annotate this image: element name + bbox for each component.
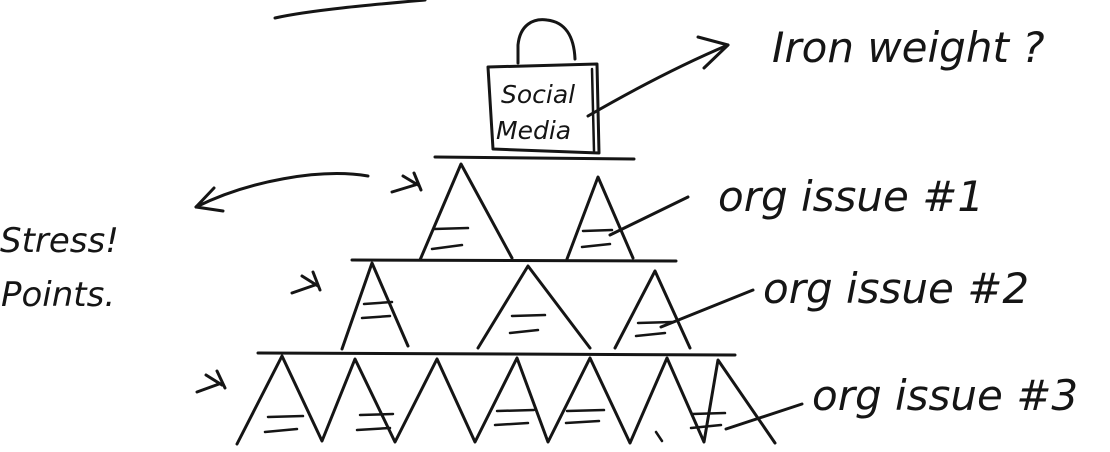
box-right-double-line xyxy=(592,69,594,151)
shelf-3 xyxy=(258,353,735,355)
issue-1-pointer xyxy=(610,197,688,235)
card-3-inner xyxy=(362,302,392,318)
card-4-inner xyxy=(510,315,545,333)
stress-label-line-2: Points. xyxy=(1,275,115,315)
stress-label-line-1: Stress! xyxy=(0,221,119,261)
card-1 xyxy=(420,164,512,260)
stress-mark-1 xyxy=(392,173,421,192)
row-3-inner-1 xyxy=(265,416,303,432)
card-2 xyxy=(567,177,633,259)
row-3-inner-3 xyxy=(495,410,534,425)
row-3-cards xyxy=(197,356,775,444)
stress-mark-3 xyxy=(197,371,225,392)
card-2-inner xyxy=(582,230,612,247)
weight-handle xyxy=(518,20,575,63)
card-1-inner xyxy=(432,228,468,249)
top-sketch-line xyxy=(275,0,425,18)
card-3 xyxy=(342,263,408,349)
row-1-cards xyxy=(392,164,633,260)
card-gap-mark xyxy=(656,432,662,441)
row-3-inner-4 xyxy=(566,410,604,423)
row-2-cards xyxy=(292,263,690,349)
iron-weight-label: Iron weight ? xyxy=(772,23,1045,72)
stress-arrow xyxy=(196,174,368,207)
org-issue-1-label: org issue #1 xyxy=(718,172,984,221)
bottom-zigzag xyxy=(237,356,775,444)
row-3-inner-2 xyxy=(357,414,393,430)
stress-mark-2 xyxy=(292,272,320,293)
shelf-1 xyxy=(435,157,634,159)
org-issue-3-label: org issue #3 xyxy=(812,371,1078,420)
shelf-2 xyxy=(352,260,676,261)
org-issue-2-label: org issue #2 xyxy=(763,264,1029,313)
social-media-line-2: Media xyxy=(496,116,571,145)
issue-2-pointer xyxy=(661,290,753,327)
card-4 xyxy=(478,266,590,348)
card-5 xyxy=(615,271,690,348)
iron-weight-arrow xyxy=(588,45,728,116)
social-media-line-1: Social xyxy=(501,80,575,109)
